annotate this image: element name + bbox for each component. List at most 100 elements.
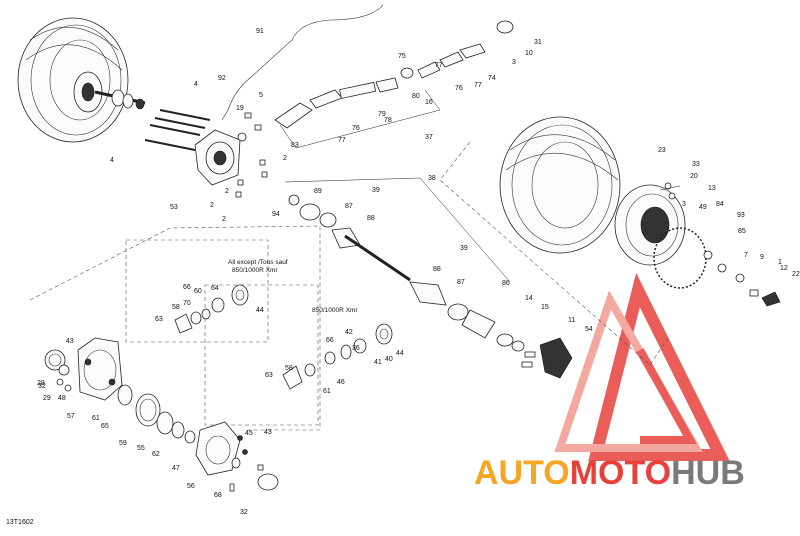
callout-2: 2: [283, 155, 287, 162]
diagram-code: 13T1602: [6, 519, 34, 526]
callout-29: 29: [43, 395, 51, 402]
callout-93: 93: [737, 212, 745, 219]
watermark-hub: HUB: [671, 454, 745, 492]
callout-59: 59: [119, 440, 127, 447]
callout-23: 23: [658, 147, 666, 154]
bolts-4: [144, 109, 211, 151]
callout-2: 2: [222, 216, 226, 223]
rear-diff-cover: [195, 421, 279, 492]
callout-19: 19: [236, 105, 244, 112]
callout-63: 63: [155, 316, 163, 323]
callout-89: 89: [314, 188, 322, 195]
pinion-gear-a: [174, 284, 249, 334]
callout-80: 80: [412, 93, 420, 100]
watermark-moto: MOTO: [570, 454, 671, 492]
callout-38: 38: [428, 175, 436, 182]
callout-70: 70: [183, 300, 191, 307]
dashed-frame: [439, 141, 671, 366]
callout-74: 74: [488, 75, 496, 82]
callout-13: 13: [708, 185, 716, 192]
callout-41: 41: [374, 359, 382, 366]
callout-66: 66: [326, 337, 334, 344]
watermark-text: AUTOMOTOHUB: [474, 454, 745, 492]
callout-77: 77: [338, 137, 346, 144]
callout-88: 88: [367, 215, 375, 222]
callout-54: 54: [585, 326, 593, 333]
callout-92: 92: [218, 75, 226, 82]
bracket-37: [279, 89, 441, 149]
callout-5: 5: [259, 92, 263, 99]
callout-2: 2: [225, 188, 229, 195]
callout-61: 61: [92, 415, 100, 422]
callout-62: 62: [152, 451, 160, 458]
left-drive-shaft: [94, 89, 146, 110]
callout-68: 68: [214, 492, 222, 499]
callout-55: 55: [137, 445, 145, 452]
callout-91: 91: [256, 28, 264, 35]
callout-43: 43: [264, 429, 272, 436]
callout-22: 22: [792, 271, 800, 278]
hub-components: [659, 182, 781, 307]
callout-83: 83: [291, 142, 299, 149]
callout-9: 9: [760, 254, 764, 261]
callout-94: 94: [272, 211, 280, 218]
callout-58: 58: [285, 365, 293, 372]
callout-28: 28: [37, 380, 45, 387]
callout-44: 44: [256, 307, 264, 314]
note-all-except-model: 850/1000R Xmr: [232, 267, 278, 274]
callout-39: 39: [460, 245, 468, 252]
callout-84: 84: [716, 201, 724, 208]
axle-shaft: [288, 194, 525, 352]
callout-63: 63: [265, 372, 273, 379]
left-tire: [17, 17, 129, 143]
callout-46: 46: [337, 379, 345, 386]
ring-gear-assembly: [117, 384, 196, 444]
callout-86: 86: [502, 280, 510, 287]
callout-49: 49: [699, 204, 707, 211]
callout-66: 66: [183, 284, 191, 291]
note-model-only: 850/1000R Xmr: [312, 307, 358, 314]
callout-3: 3: [682, 201, 686, 208]
callout-45: 45: [245, 430, 253, 437]
callout-48: 48: [58, 395, 66, 402]
front-differential: [194, 129, 247, 186]
callout-60: 60: [194, 288, 202, 295]
callout-2: 2: [210, 202, 214, 209]
callout-78: 78: [384, 117, 392, 124]
callout-37: 37: [425, 134, 433, 141]
callout-33: 33: [692, 161, 700, 168]
brake-line: [221, 4, 384, 121]
callout-39: 39: [372, 187, 380, 194]
box-model-only: [204, 284, 319, 426]
callout-58: 58: [172, 304, 180, 311]
callout-11: 11: [568, 317, 575, 324]
callout-57: 57: [67, 413, 75, 420]
callout-88: 88: [433, 266, 441, 273]
box-all-except: [125, 239, 269, 343]
rear-diff-frame: [29, 225, 321, 431]
callout-32: 32: [240, 509, 248, 516]
callout-15: 15: [541, 304, 549, 311]
callout-40: 40: [385, 356, 393, 363]
small-fasteners: [235, 112, 268, 198]
callout-76: 76: [455, 85, 463, 92]
callout-1: 1: [778, 259, 782, 266]
right-rim: [614, 184, 707, 289]
callout-12: 12: [780, 265, 788, 272]
rear-diff-housing: [44, 337, 123, 401]
callout-61: 61: [323, 388, 331, 395]
callout-42: 42: [345, 329, 353, 336]
callout-64: 64: [211, 285, 219, 292]
pinion-gear-b: [282, 323, 393, 390]
callout-31: 31: [534, 39, 542, 46]
knuckle-54: [521, 337, 573, 379]
callout-7: 7: [744, 252, 748, 259]
callout-44: 44: [396, 350, 404, 357]
callout-77: 77: [435, 62, 443, 69]
right-tire: [499, 116, 621, 254]
watermark-auto: AUTO: [474, 454, 570, 492]
callout-32: 32: [38, 383, 46, 390]
callout-87: 87: [345, 203, 353, 210]
watermark-logo: [554, 272, 730, 461]
